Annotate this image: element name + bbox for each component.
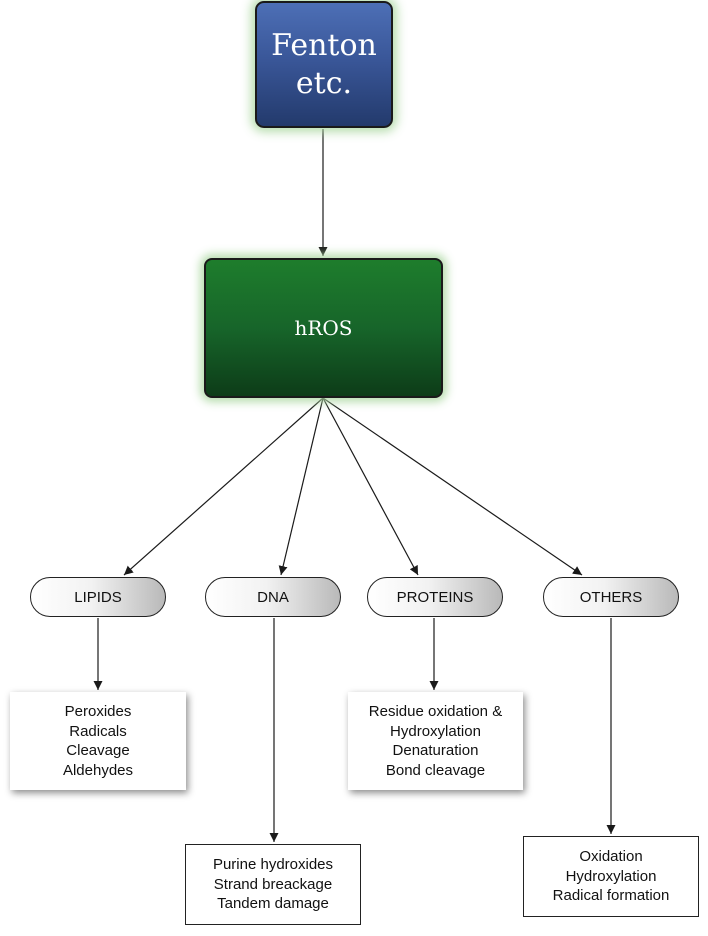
proteins-effect-item: Bond cleavage <box>385 761 486 779</box>
lipids-effects-box: Peroxides Radicals Cleavage Aldehydes <box>10 692 186 790</box>
fenton-label-line-1: Fenton <box>271 27 377 63</box>
others-effect-item: Radical formation <box>552 887 670 905</box>
dna-effects-box: Purine hydroxides Strand breackage Tande… <box>185 844 361 925</box>
proteins-effects-box: Residue oxidation & Hydroxylation Denatu… <box>348 692 523 790</box>
dna-effect-item: Tandem damage <box>217 895 329 913</box>
others-label: OTHERS <box>579 588 643 606</box>
proteins-node: PROTEINS <box>367 577 503 617</box>
arrow-hros-to-proteins <box>322 397 419 576</box>
lipids-effect-item: Cleavage <box>66 742 130 759</box>
others-effect-item: Hydroxylation <box>565 867 657 885</box>
hros-label: hROS <box>294 316 353 340</box>
dna-effect-item: Strand breackage <box>213 875 333 893</box>
arrow-hros-to-dna <box>278 397 324 576</box>
arrow-hros-to-lipids <box>123 397 324 576</box>
fenton-node: Fenton etc. <box>255 1 393 128</box>
proteins-effect-item: Residue oxidation & <box>368 703 503 720</box>
proteins-label: PROTEINS <box>396 588 474 606</box>
proteins-effect-item: Hydroxylation <box>390 722 481 740</box>
others-node: OTHERS <box>543 577 679 617</box>
dna-effect-item: Purine hydroxides <box>212 856 334 874</box>
lipids-effect-item: Peroxides <box>64 703 132 720</box>
hros-node: hROS <box>204 258 443 398</box>
fenton-label-line-2: etc. <box>295 65 353 101</box>
proteins-effect-item: Denaturation <box>392 742 479 759</box>
lipids-effect-item: Radicals <box>69 722 127 740</box>
arrow-hros-to-others <box>322 397 583 576</box>
lipids-node: LIPIDS <box>30 577 166 617</box>
dna-node: DNA <box>205 577 341 617</box>
dna-label: DNA <box>257 588 289 606</box>
lipids-label: LIPIDS <box>74 588 122 606</box>
others-effect-item: Oxidation <box>579 848 643 866</box>
lipids-effect-item: Aldehydes <box>62 761 134 779</box>
others-effects-box: Oxidation Hydroxylation Radical formatio… <box>523 836 699 917</box>
